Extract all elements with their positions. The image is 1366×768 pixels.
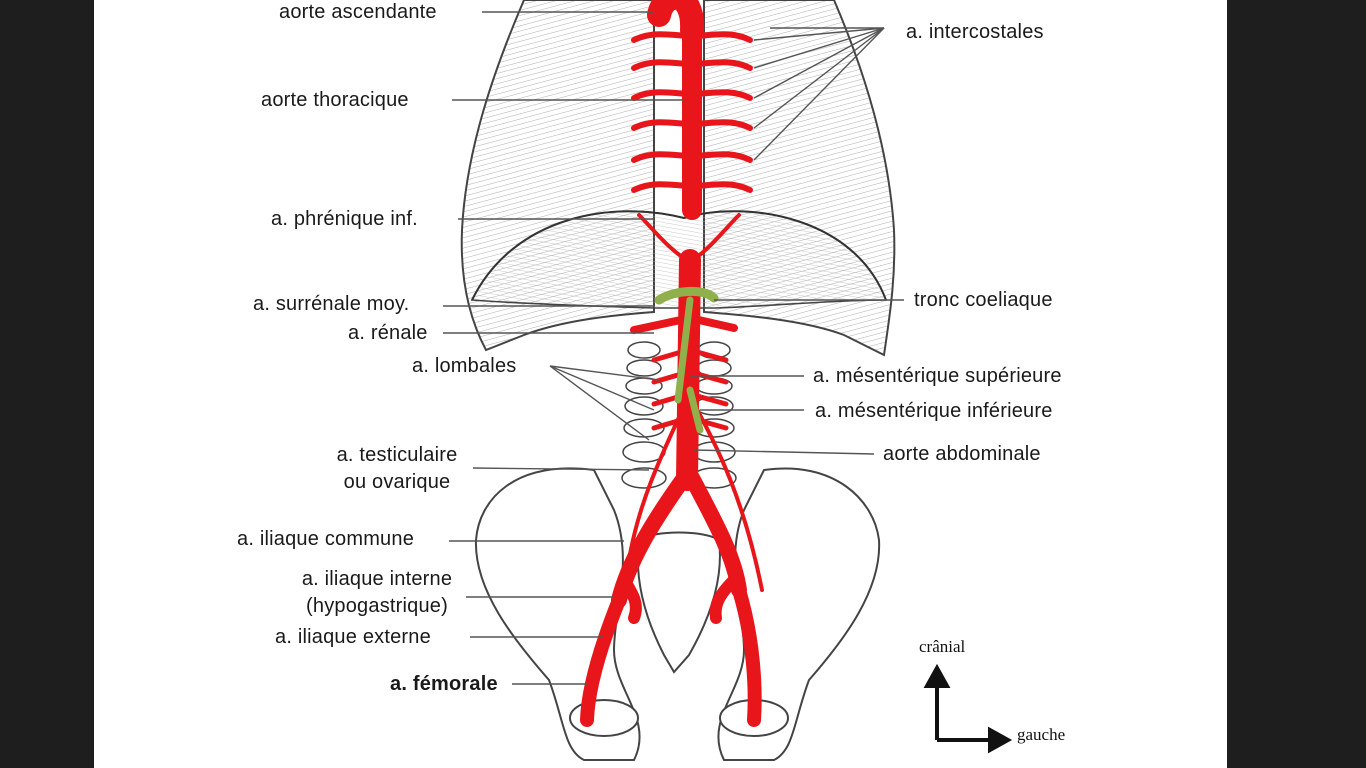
- label-a-testiculaire: a. testiculaire ou ovarique: [317, 443, 477, 494]
- testicular-artery-right: [627, 398, 689, 562]
- arteries: [580, 0, 764, 727]
- phrenic-artery-left: [688, 213, 741, 264]
- orientation-axes: [923, 663, 1013, 754]
- arterial-system-illustration: [443, 0, 1013, 761]
- label-tronc-coeliaque: tronc coeliaque: [914, 289, 1053, 311]
- label-a-testiculaire-line1: a. testiculaire: [336, 444, 458, 466]
- intercostal-arteries: [631, 31, 753, 193]
- internal-iliac-left: [709, 574, 740, 624]
- diaphragm-dome-edge: [471, 210, 887, 301]
- label-aorte-ascendante: aorte ascendante: [279, 1, 437, 23]
- sacrum: [636, 531, 721, 674]
- label-a-iliaque-commune: a. iliaque commune: [237, 528, 415, 550]
- external-iliac-right: [580, 593, 626, 727]
- label-aorte-thoracique: aorte thoracique: [261, 89, 409, 111]
- renal-artery-left: [686, 314, 738, 332]
- label-a-testiculaire-line2: ou ovarique: [343, 471, 451, 493]
- external-iliac-left: [732, 583, 762, 727]
- renal-artery-right: [630, 314, 694, 334]
- anatomy-figure: aorte ascendante aorte thoracique a. int…: [94, 0, 1227, 768]
- orientation-left-label: gauche: [1017, 725, 1066, 744]
- label-a-renale: a. rénale: [348, 322, 428, 344]
- internal-iliac-right: [618, 574, 642, 624]
- label-aorte-abdominale: aorte abdominale: [883, 443, 1041, 465]
- label-a-intercostales: a. intercostales: [906, 21, 1044, 43]
- label-a-lombales: a. lombales: [412, 355, 517, 377]
- label-a-femorale: a. fémorale: [390, 673, 498, 695]
- leader-lines: [443, 11, 904, 685]
- label-a-surrenale-moy: a. surrénale moy.: [253, 293, 410, 315]
- label-a-iliaque-interne-line1: a. iliaque interne: [301, 568, 453, 590]
- celiac-mesenteric-plexus: [654, 287, 719, 434]
- label-a-iliaque-interne-line2: (hypogastrique): [306, 595, 448, 617]
- testicular-artery-left: [690, 398, 764, 592]
- pelvis: [474, 467, 881, 761]
- label-a-iliaque-externe: a. iliaque externe: [275, 626, 431, 648]
- label-a-iliaque-interne: a. iliaque interne (hypogastrique): [282, 567, 472, 618]
- orientation-cranial-label: crânial: [919, 637, 966, 656]
- label-a-mesenterique-inferieure: a. mésentérique inférieure: [815, 400, 1053, 422]
- label-a-mesenterique-superieure: a. mésentérique supérieure: [813, 365, 1062, 387]
- label-a-phrenique-inf: a. phrénique inf.: [271, 208, 418, 230]
